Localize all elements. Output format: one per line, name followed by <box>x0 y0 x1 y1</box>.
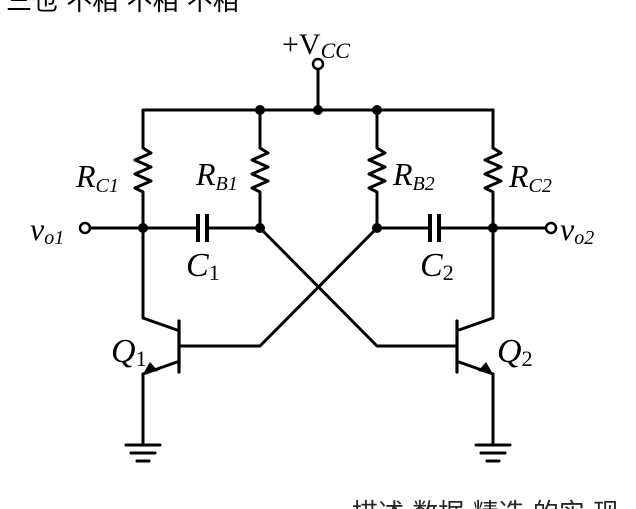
resistor-rc1 <box>133 108 153 230</box>
vo2-terminal <box>544 221 558 235</box>
footer-text: 描述 数据 精选 的实 现 <box>352 499 619 509</box>
label-vo1: vo1 <box>30 211 64 249</box>
cross-coupling-wires <box>179 226 457 348</box>
label-rc1: RC1 <box>75 158 119 197</box>
label-q2: Q2 <box>497 333 533 371</box>
resistor-rc2 <box>483 108 503 230</box>
vcc-supply <box>141 57 495 115</box>
output-vo1 <box>78 221 145 235</box>
vcc-terminal <box>311 57 325 71</box>
capacitor-c2 <box>375 214 495 242</box>
label-vcc: +VCC <box>282 28 350 63</box>
label-c1: C1 <box>186 247 220 285</box>
resistor-rb1 <box>250 108 270 230</box>
label-c2: C2 <box>420 247 454 285</box>
header-text: 三也 不相 不相 不相 <box>6 0 239 17</box>
transistor-q2 <box>455 226 495 447</box>
transistor-q1 <box>141 226 181 447</box>
label-q1: Q1 <box>111 333 147 371</box>
label-rb2: RB2 <box>392 156 435 195</box>
resistor-rb2 <box>367 108 387 230</box>
label-rc2: RC2 <box>508 158 552 197</box>
output-vo2 <box>491 221 558 235</box>
ground-q1 <box>124 443 162 463</box>
label-vo2: vo2 <box>560 211 594 249</box>
ground-q2 <box>474 443 512 463</box>
capacitor-c1 <box>141 214 262 242</box>
label-rb1: RB1 <box>195 156 238 195</box>
